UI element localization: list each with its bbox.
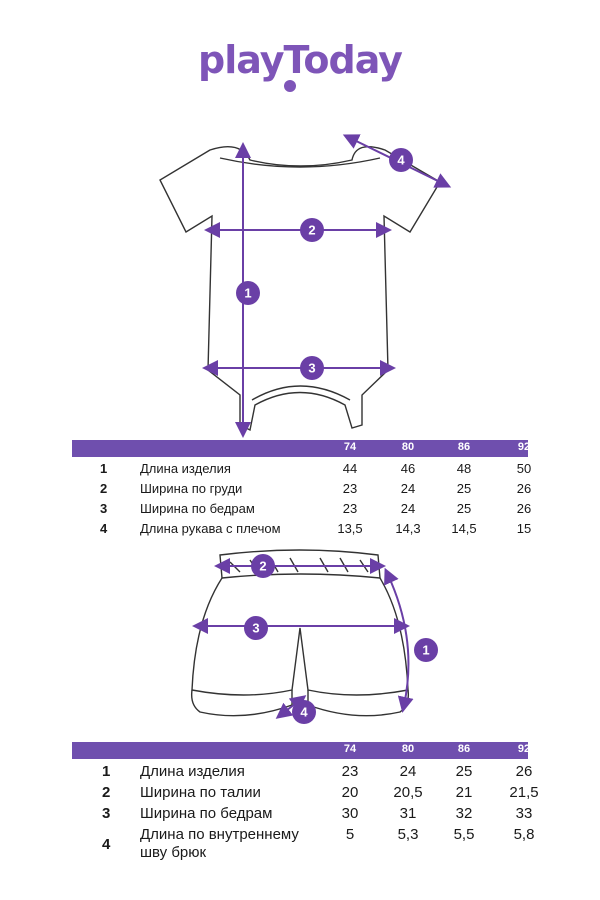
row-number: 3 [100,501,108,516]
cell: 5,3 [397,826,419,843]
cell: 23 [341,763,359,780]
bloomers-marker-1 [414,638,438,662]
table-row: 3 Ширина по бедрам 23 24 25 26 [72,499,531,519]
size-header: 80 [401,743,415,755]
size-header: 86 [457,441,471,453]
row-label: Длина по внутреннему шву брюк [140,826,299,861]
bloomers-marker-1-label: 1 [422,643,429,658]
cell: 26 [515,763,533,780]
table-row: 2 Ширина по талии 20 20,5 21 21,5 [72,782,539,803]
cell: 14,5 [451,521,477,536]
bodysuit-size-table: 74 80 86 92 1 Длина изделия 44 46 48 50 … [72,440,531,539]
cell: 26 [516,501,532,516]
row-number: 4 [100,521,108,536]
row-label: Длина изделия [140,763,245,780]
cell: 25 [456,481,472,496]
row-label: Ширина по талии [140,784,261,801]
row-number: 2 [102,784,111,801]
table-row: 4 Длина рукава с плечом 13,5 14,3 14,5 1… [72,519,531,539]
row-number: 1 [102,763,111,780]
cell: 46 [400,461,416,476]
bloomers-line-1 [384,567,414,713]
table-row: 4 Длина по внутреннему шву брюк 5 5,3 5,… [72,824,534,864]
row-label: Длина изделия [140,461,231,476]
cell: 20,5 [393,784,423,801]
cell: 21,5 [509,784,539,801]
cell: 5,8 [513,826,535,843]
bodysuit-marker-4 [389,148,413,172]
cell: 26 [516,481,532,496]
row-number: 3 [102,805,111,822]
size-header: 74 [343,441,357,453]
row-label: Длина рукава с плечом [140,521,281,536]
cell: 24 [400,481,416,496]
table-row: 2 Ширина по груди 23 24 25 26 [72,479,531,499]
table-row: 1 Длина изделия 44 46 48 50 [72,459,531,479]
cell: 14,3 [395,521,421,536]
size-header: 86 [457,743,471,755]
bloomers-size-table: 74 80 86 92 1 Длина изделия 23 24 25 26 … [72,742,539,864]
bodysuit-marker-1-label: 1 [244,286,251,301]
brand-logo: playToday [198,38,403,82]
bodysuit-marker-2 [300,218,324,242]
cell: 23 [342,501,358,516]
table-row: 1 Длина изделия 23 24 25 26 [72,761,532,782]
row-number: 4 [102,836,111,853]
cell: 48 [456,461,472,476]
cell: 5 [345,826,355,843]
row-label: Ширина по груди [140,481,243,496]
bloomers-outline [190,549,410,717]
row-label: Ширина по бедрам [140,805,273,822]
bloomers-marker-4-label: 4 [300,705,308,720]
cell: 25 [455,763,473,780]
table-header: 74 80 86 92 [72,742,530,759]
bodysuit-marker-2-label: 2 [308,223,315,238]
bodysuit-marker-1 [236,281,260,305]
cell: 13,5 [337,521,363,536]
size-header: 74 [343,743,357,755]
bloomers-marker-3-label: 3 [252,621,259,636]
row-number: 1 [100,461,108,476]
cell: 24 [399,763,417,780]
cell: 50 [516,461,532,476]
cell: 15 [516,521,532,536]
cell: 31 [399,805,417,822]
table-row: 3 Ширина по бедрам 30 31 32 33 [72,803,532,824]
cell: 21 [455,784,473,801]
cell: 5,5 [453,826,475,843]
cell: 30 [341,805,359,822]
cell: 33 [515,805,533,822]
cell: 23 [342,481,358,496]
table-header: 74 80 86 92 [72,440,530,457]
size-header: 80 [401,441,415,453]
cell: 32 [455,805,473,822]
logo-dot [284,80,296,92]
bodysuit-marker-4-label: 4 [397,153,405,168]
size-header: 92 [517,441,531,453]
cell: 24 [400,501,416,516]
cell: 25 [456,501,472,516]
bodysuit-marker-3 [300,356,324,380]
bloomers-marker-3 [244,616,268,640]
bloomers-marker-4 [292,700,316,724]
size-header: 92 [517,743,531,755]
cell: 44 [342,461,358,476]
bodysuit-marker-3-label: 3 [308,361,315,376]
bodysuit-outline [159,146,441,432]
row-label: Ширина по бедрам [140,501,255,516]
bloomers-marker-2-label: 2 [259,559,266,574]
row-number: 2 [100,481,108,496]
bloomers-marker-2 [251,554,275,578]
cell: 20 [341,784,359,801]
